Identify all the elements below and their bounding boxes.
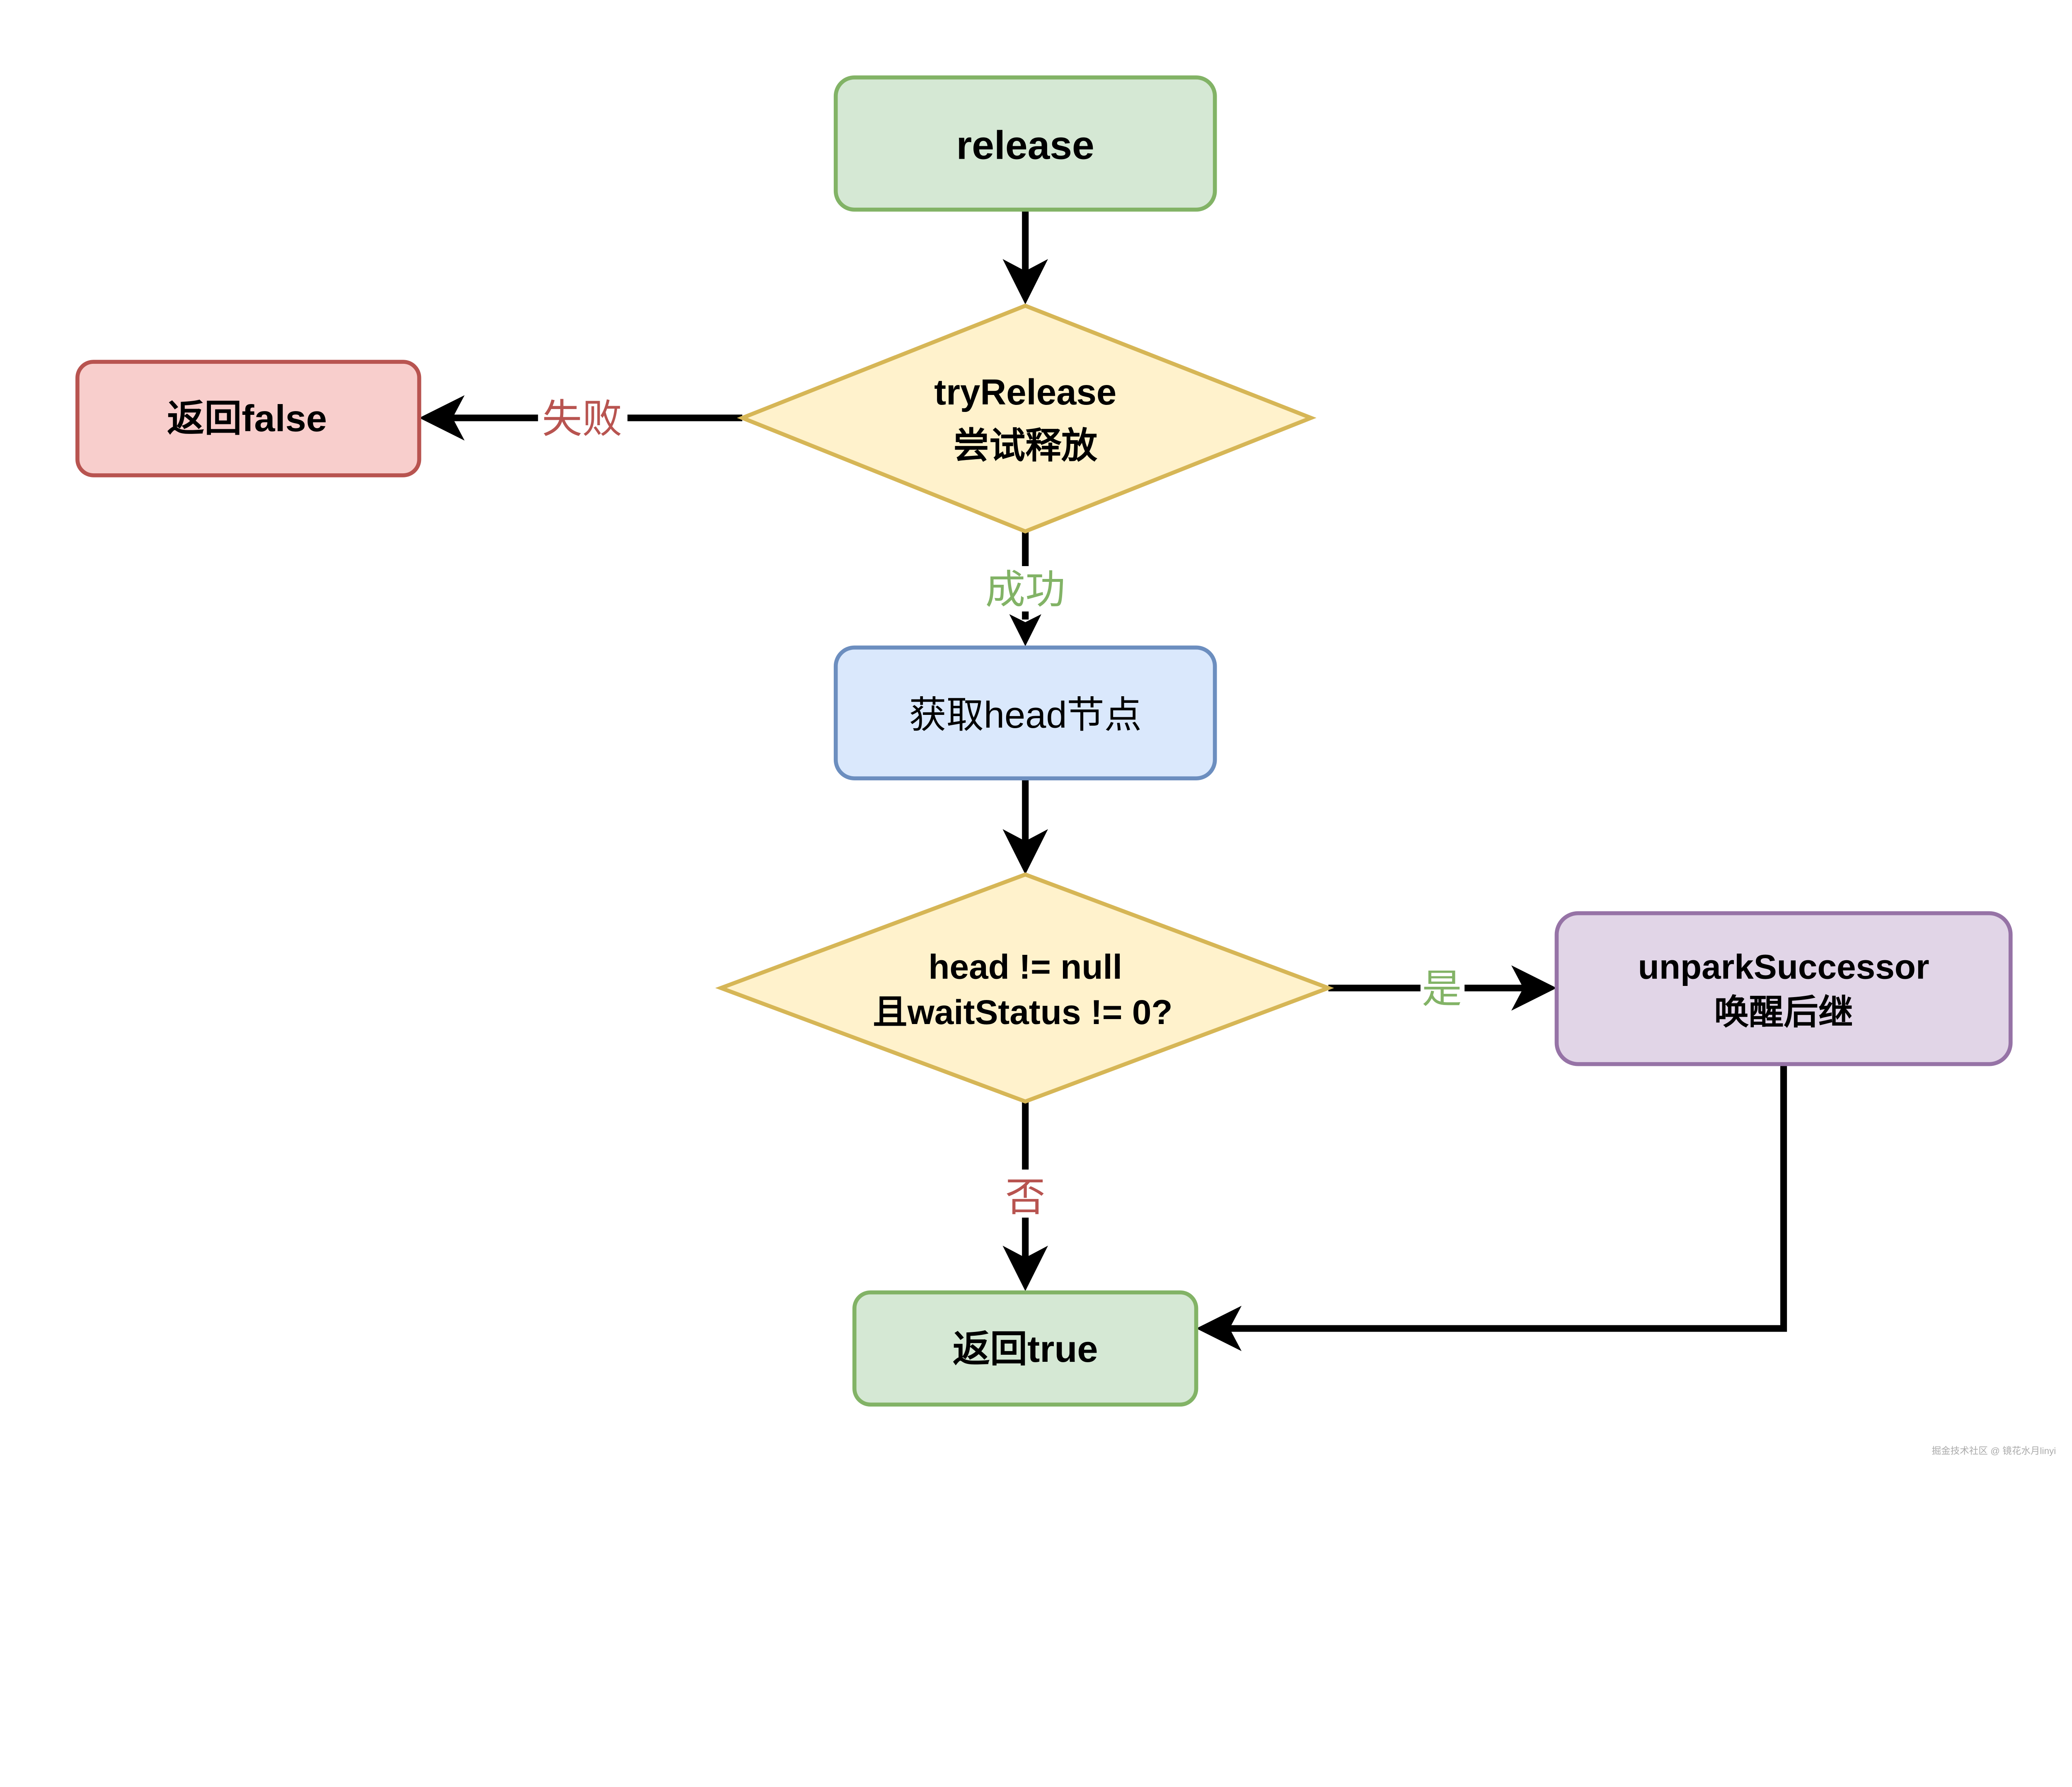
edge-success: 成功	[985, 531, 1065, 647]
edge-yes: 是	[1328, 965, 1557, 1011]
node-release-label: release	[956, 123, 1094, 167]
node-return-false: 返回false	[75, 360, 421, 477]
edge-unpark-to-true	[1196, 1064, 1787, 1351]
arrowhead	[1002, 259, 1048, 305]
node-check-head-line2: 且waitStatus != 0?	[873, 993, 1173, 1032]
edge-gethead-to-check	[1002, 778, 1048, 875]
node-unpark-line1: unparkSuccessor	[1638, 947, 1929, 986]
arrowhead	[1002, 829, 1048, 875]
arrowhead	[1002, 1245, 1048, 1291]
watermark: 掘金技术社区 @ 镜花水月linyi	[1932, 1446, 2056, 1456]
arrowhead	[419, 395, 465, 441]
arrowhead	[1196, 1305, 1242, 1351]
edge-no: 否	[1002, 1101, 1048, 1291]
node-try-release-line2: 尝试释放	[953, 426, 1097, 466]
node-get-head: 获取head节点	[833, 645, 1217, 781]
edge-label-fail: 失败	[542, 397, 622, 441]
edge-fail: 失败	[419, 395, 743, 441]
node-return-true: 返回true	[852, 1290, 1198, 1407]
node-check-head-line1: head != null	[928, 947, 1122, 986]
node-check-head: head != null 且waitStatus != 0?	[715, 872, 1334, 1104]
node-return-false-label: 返回false	[167, 398, 327, 440]
flowchart: 失败 成功 是 否 release tryRelease 尝试释放 返回fals	[75, 75, 2056, 1456]
node-try-release: tryRelease 尝试释放	[737, 303, 1317, 534]
node-return-true-label: 返回true	[953, 1328, 1098, 1370]
node-get-head-label: 获取head节点	[909, 694, 1142, 736]
edge-label-yes: 是	[1422, 967, 1462, 1011]
node-unpark-line2: 唤醒后继	[1714, 993, 1853, 1032]
arrowhead	[1009, 614, 1041, 647]
edge-label-no: 否	[1005, 1175, 1046, 1220]
node-try-release-line1: tryRelease	[934, 372, 1116, 412]
arrowhead	[1511, 965, 1557, 1011]
node-unpark-successor: unparkSuccessor 唤醒后继	[1554, 911, 2013, 1066]
node-release: release	[833, 75, 1217, 212]
edge-release-to-tryrelease	[1002, 209, 1048, 305]
edge-label-success: 成功	[985, 568, 1065, 612]
